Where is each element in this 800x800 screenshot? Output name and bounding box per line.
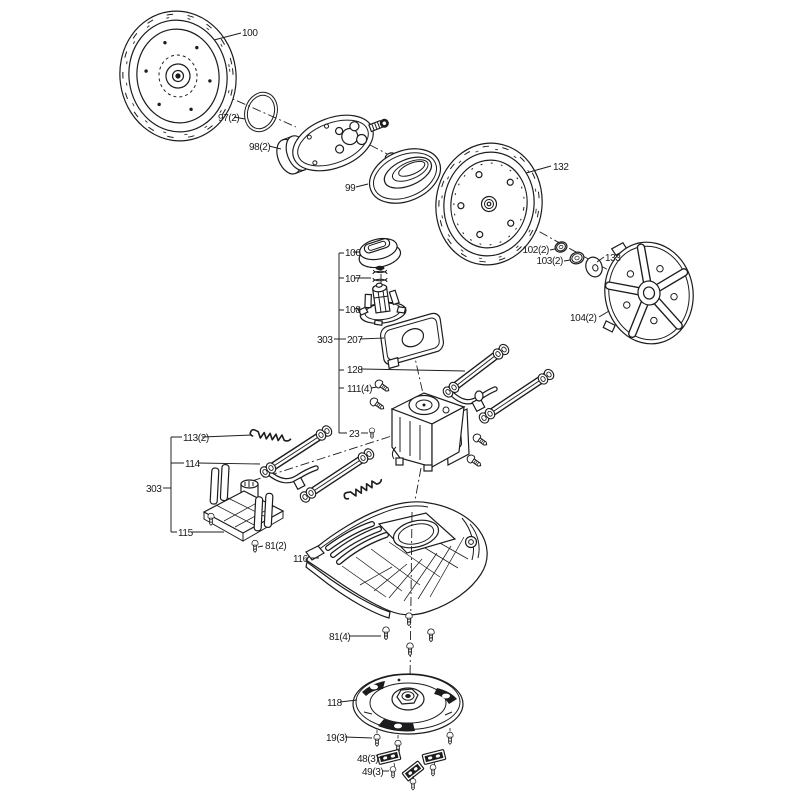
screws-19 — [373, 728, 454, 753]
part-label-23: 23 — [349, 429, 360, 440]
frame-128 — [440, 341, 557, 426]
part-label-100: 100 — [242, 28, 258, 39]
part-label-303-left: 303 — [146, 484, 162, 495]
nut-103 — [569, 251, 585, 265]
cover-99 — [368, 148, 442, 204]
spring-113a — [249, 428, 292, 442]
plate-207 — [379, 312, 445, 370]
nut-102 — [554, 241, 568, 253]
part-label-97: 97(2) — [218, 113, 239, 124]
part-label-81-pair: 81(2) — [265, 541, 286, 552]
part-label-115: 115 — [178, 528, 194, 539]
part-label-19: 19(3) — [326, 733, 347, 744]
part-label-107: 107 — [345, 274, 361, 285]
cap-106 — [358, 237, 402, 269]
part-label-133: 133 — [605, 253, 621, 264]
part-label-108: 108 — [345, 305, 361, 316]
part-label-102: 102(2) — [522, 245, 549, 256]
part-label-116: 116 — [293, 554, 309, 565]
part-label-128: 128 — [347, 365, 363, 376]
part-label-207: 207 — [347, 335, 363, 346]
oring-97 — [244, 91, 278, 133]
part-labels: 100 97(2) 98(2) 99 132 102(2) 103(2) 133… — [146, 28, 622, 778]
part-label-132: 132 — [553, 162, 569, 173]
screws-81-quad — [382, 612, 435, 657]
part-label-111: 111(4) — [347, 384, 372, 395]
washer-133 — [585, 256, 603, 278]
part-label-303-center: 303 — [317, 335, 333, 346]
part-label-103: 103(2) — [536, 256, 563, 267]
screws-49 — [389, 761, 437, 791]
part-label-98: 98(2) — [249, 142, 270, 153]
part-label-99: 99 — [345, 183, 356, 194]
wheel-132 — [435, 142, 543, 266]
bracket-303-left — [163, 436, 184, 533]
part-label-49: 49(3) — [362, 767, 383, 778]
spindle-108 — [357, 282, 407, 326]
bracket-303-center — [334, 252, 347, 434]
blade-disc-118 — [352, 673, 464, 735]
spring-113b — [343, 478, 383, 500]
part-label-118: 118 — [327, 698, 343, 709]
part-label-114: 114 — [185, 459, 201, 470]
blade-motor-assembly — [390, 392, 470, 472]
mount-115 — [202, 463, 285, 542]
spring-107 — [372, 265, 388, 290]
wheel-100 — [119, 10, 237, 142]
part-label-48: 48(3) — [357, 754, 378, 765]
part-label-113: 113(2) — [183, 433, 209, 444]
leader-lines — [191, 32, 610, 772]
screw-23 — [368, 427, 376, 439]
deck-116 — [305, 501, 488, 619]
blades-48 — [376, 749, 447, 782]
rim-104 — [602, 241, 694, 345]
part-label-81-quad: 81(4) — [329, 632, 350, 643]
part-label-106: 106 — [345, 248, 361, 259]
gearbox-98 — [276, 114, 389, 175]
part-label-104: 104(2) — [570, 313, 597, 324]
frame-114 — [257, 423, 377, 505]
